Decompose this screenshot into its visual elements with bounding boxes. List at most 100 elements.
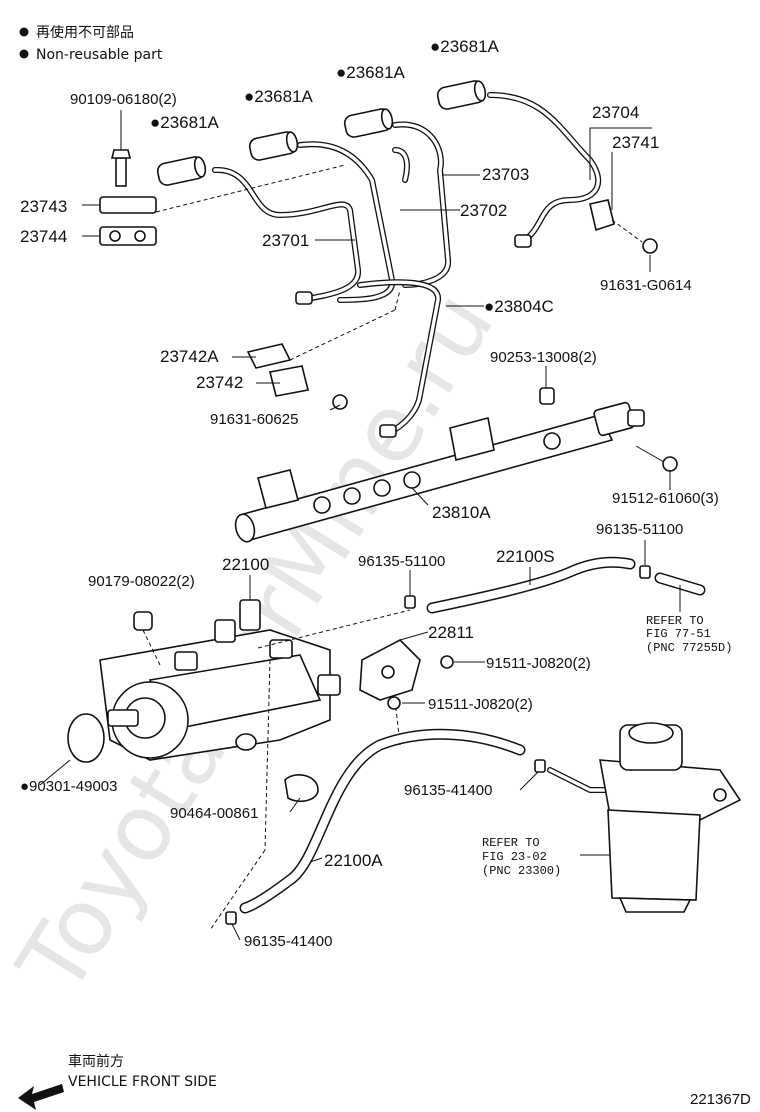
collar-90253-13008-icon — [539, 387, 555, 405]
pipe-clamps-23743-23744 — [99, 149, 346, 246]
label-23681A-3: ●23681A — [244, 87, 314, 106]
non-reusable-bullet-icon — [19, 49, 29, 59]
refer1-line2: FIG 77-51 — [646, 627, 711, 641]
label-96135-51100-left: 96135-51100 — [358, 553, 445, 570]
filter-mount-hole-icon — [713, 788, 727, 802]
rail-port-icon — [313, 496, 331, 514]
label-23742A: 23742A — [160, 347, 219, 366]
label-23742: 23742 — [196, 373, 243, 392]
common-rail-23810A — [234, 401, 645, 543]
leader-lines — [39, 110, 681, 941]
refer2-line3: (PNC 23300) — [482, 864, 561, 878]
label-91631-60625: 91631-60625 — [210, 411, 298, 428]
injection-pipes — [212, 92, 602, 438]
nut-90179-08022-icon — [133, 611, 153, 631]
refer2-line1: REFER TO — [482, 836, 540, 850]
rail-bracket-icon — [449, 417, 495, 461]
fuel-hose-22100S — [404, 556, 706, 614]
pipe-clamps-23742 — [246, 289, 401, 410]
clamp-23744-icon — [99, 226, 157, 246]
pipe-nut-icon — [295, 291, 313, 305]
legend-en-note: Non-reusable part — [36, 47, 163, 63]
boot-end-icon — [193, 156, 207, 178]
bolt-90109-icon — [115, 157, 127, 187]
rail-port-icon — [403, 471, 421, 489]
refer-to-notes: REFER TO FIG 77-51 (PNC 77255D) REFER TO… — [482, 614, 732, 878]
pipe-boots-23681A — [156, 80, 487, 186]
label-96135-51100-right: 96135-51100 — [596, 521, 683, 538]
clamp-23743-icon — [99, 196, 157, 214]
label-22100: 22100 — [222, 555, 269, 574]
rail-port-icon — [373, 479, 391, 497]
label-23681A-1: ●23681A — [430, 37, 500, 56]
label-91511-J0820-upper: 91511-J0820(2) — [486, 655, 591, 672]
label-23743: 23743 — [20, 197, 67, 216]
label-23681A-2: ●23681A — [336, 63, 406, 82]
o-ring-90301-49003-icon — [67, 713, 105, 763]
vehicle-front-en: VEHICLE FRONT SIDE — [68, 1074, 217, 1090]
bracket-22811 — [359, 639, 454, 710]
label-23701: 23701 — [262, 231, 309, 250]
label-96135-41400-upper: 96135-41400 — [404, 782, 492, 799]
bolt-head-icon — [662, 456, 678, 472]
pipe-clamp-23741 — [589, 199, 658, 254]
filter-element-icon — [607, 809, 701, 901]
label-90301-49003: ●90301-49003 — [20, 778, 117, 795]
pump-fitting-icon — [317, 674, 341, 696]
rail-sensor-cap-icon — [627, 409, 645, 427]
label-23702: 23702 — [460, 201, 507, 220]
pipe-nut-icon — [514, 234, 532, 248]
hose-clip-96135-51100-icon — [404, 595, 416, 609]
label-96135-41400-lower: 96135-41400 — [244, 933, 332, 950]
non-reusable-bullet-icon — [19, 27, 29, 37]
label-90109-06180: 90109-06180(2) — [70, 91, 177, 108]
pipe-nut-icon — [379, 424, 397, 438]
bolt-91511-J0820-icon — [440, 655, 454, 669]
legend-jp-note: 再使用不可部品 — [36, 24, 134, 41]
footer: 車両前方 VEHICLE FRONT SIDE 221367D — [18, 1053, 751, 1110]
vehicle-front-jp: 車両前方 — [68, 1053, 124, 1070]
clip-90464-00861-icon — [284, 774, 319, 802]
label-91631-G0614: 91631-G0614 — [600, 277, 692, 294]
label-91511-J0820-lower: 91511-J0820(2) — [428, 696, 533, 713]
diagram-id: 221367D — [690, 1091, 751, 1108]
rail-port-icon — [543, 432, 561, 450]
clamp-hole-icon — [109, 230, 121, 242]
rail-end-plug-icon — [234, 513, 256, 543]
pump-fitting-icon — [174, 651, 198, 671]
label-22811: 22811 — [428, 623, 474, 642]
pump-shaft-icon — [107, 709, 139, 727]
boot-end-icon — [473, 80, 487, 102]
bolt-head-icon — [110, 149, 132, 159]
bolt-91511-J0820-icon — [387, 696, 401, 710]
label-91512-61060: 91512-61060(3) — [612, 490, 719, 507]
clamp-hole-icon — [134, 230, 146, 242]
refer1-line3: (PNC 77255D) — [646, 641, 732, 655]
rail-bracket-icon — [257, 469, 299, 509]
pump-solenoid-icon — [239, 599, 261, 631]
label-90253-13008: 90253-13008(2) — [490, 349, 597, 366]
boot-end-icon — [380, 108, 394, 130]
label-23681A-4: ●23681A — [150, 113, 220, 132]
bolt-91631-60625-icon — [332, 394, 348, 410]
label-23810A: 23810A — [432, 503, 491, 522]
boot-end-icon — [285, 131, 299, 153]
label-23804C: ●23804C — [484, 297, 554, 316]
label-23703: 23703 — [482, 165, 529, 184]
pump-fitting-icon — [214, 619, 236, 643]
label-22100S: 22100S — [496, 547, 555, 566]
filter-head-icon — [599, 759, 742, 821]
bracket-hole-icon — [381, 665, 395, 679]
label-22100A: 22100A — [324, 851, 383, 870]
filter-pump-cap-icon — [628, 722, 674, 744]
filter-drain-icon — [618, 897, 692, 913]
clamp-23742-icon — [269, 365, 309, 397]
bolt-91631-G0614-icon — [642, 238, 658, 254]
pump-fitting-icon — [269, 639, 293, 659]
clamp-23742A-icon — [246, 343, 292, 369]
supply-pump-22100 — [99, 599, 341, 761]
front-arrow-icon — [18, 1084, 64, 1110]
refer2-line2: FIG 23-02 — [482, 850, 547, 864]
bolt-91512-61060 — [635, 445, 678, 472]
